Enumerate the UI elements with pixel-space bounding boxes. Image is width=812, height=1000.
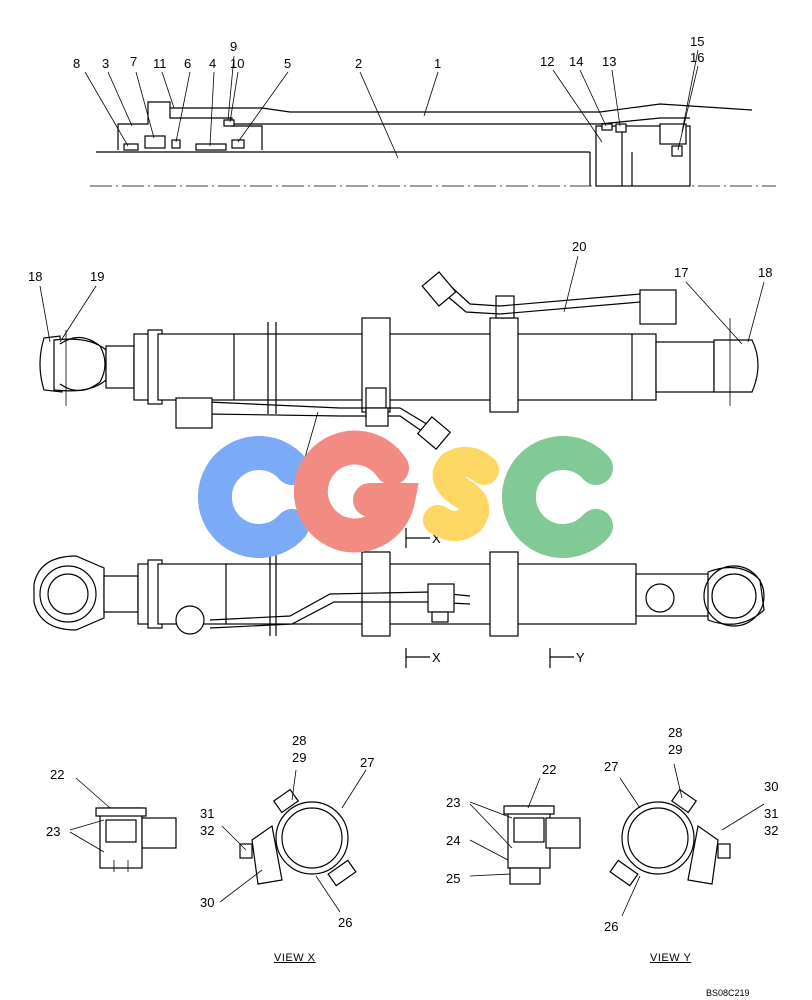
part-label-30-view-x: 30 — [200, 895, 215, 910]
part-label-15: 15 — [690, 34, 705, 49]
part-label-22-view-y: 22 — [542, 762, 557, 777]
view-x-leaders — [69, 769, 367, 913]
part-label-6: 6 — [184, 56, 192, 71]
drawing-code: BS08C219 — [706, 988, 750, 998]
part-label-32-view-y: 32 — [764, 823, 779, 838]
part-label-25: 25 — [446, 871, 461, 886]
section-marker-x-lower: X — [432, 650, 441, 665]
top-leaders — [84, 49, 699, 159]
part-label-26-view-x: 26 — [338, 915, 353, 930]
part-label-28-view-y: 28 — [668, 725, 683, 740]
part-label-27-view-y: 27 — [604, 759, 619, 774]
part-label-10: 10 — [230, 56, 245, 71]
part-label-17: 17 — [674, 265, 689, 280]
part-label-19: 19 — [90, 269, 105, 284]
part-label-3: 3 — [102, 56, 110, 71]
view-x-title: VIEW X — [274, 952, 316, 964]
part-label-18-left: 18 — [28, 269, 43, 284]
part-label-5: 5 — [284, 56, 292, 71]
cylinder-section-view — [90, 101, 776, 187]
section-marker-y-lower: Y — [576, 650, 585, 665]
part-label-2: 2 — [355, 56, 363, 71]
part-label-1: 1 — [434, 56, 442, 71]
part-label-29-view-x: 29 — [292, 750, 307, 765]
view-y-leaders — [469, 763, 765, 917]
cylinder-side-view-lower — [33, 551, 765, 637]
part-label-23-view-x: 23 — [46, 824, 61, 839]
part-label-9: 9 — [230, 39, 238, 54]
part-label-29-view-y: 29 — [668, 742, 683, 757]
part-label-8: 8 — [73, 56, 81, 71]
part-label-11: 11 — [153, 56, 167, 71]
part-label-18-right: 18 — [758, 265, 773, 280]
part-label-26-view-y: 26 — [604, 919, 619, 934]
part-label-24: 24 — [446, 833, 461, 848]
part-label-16: 16 — [690, 50, 705, 65]
part-label-20: 20 — [572, 239, 587, 254]
view-x-detail — [95, 788, 357, 887]
part-label-21: 21 — [290, 470, 305, 485]
part-label-13: 13 — [602, 54, 617, 69]
part-label-14: 14 — [569, 54, 584, 69]
part-label-31-view-x: 31 — [200, 806, 215, 821]
part-label-31-view-y: 31 — [764, 806, 779, 821]
cylinder-side-view-upper — [39, 271, 759, 450]
section-marker-x-upper: X — [432, 531, 441, 546]
part-label-4: 4 — [209, 56, 217, 71]
part-label-12: 12 — [540, 54, 555, 69]
part-label-27-view-x: 27 — [360, 755, 375, 770]
part-label-22-view-x: 22 — [50, 767, 65, 782]
view-y-title: VIEW Y — [650, 952, 692, 964]
part-label-7: 7 — [130, 54, 138, 69]
view-y-detail — [503, 788, 731, 887]
part-label-28-view-x: 28 — [292, 733, 307, 748]
part-label-32-view-x: 32 — [200, 823, 215, 838]
part-label-23-view-y: 23 — [446, 795, 461, 810]
part-label-30-view-y: 30 — [764, 779, 779, 794]
section-marker-y-upper: Y — [576, 531, 585, 546]
